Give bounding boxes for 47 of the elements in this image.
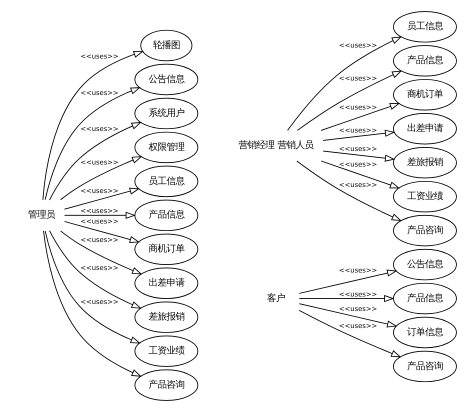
node-ellipse: 员工信息 [134,166,198,198]
node-ellipse: 产品咨询 [392,350,456,382]
arrow [64,221,140,243]
node-ellipse: 商机订单 [134,234,198,265]
arrow [320,103,400,131]
arrow [322,150,395,162]
node-ellipse: 产品信息 [134,200,198,232]
node-ellipse: 差旅报销 [134,302,198,333]
node-ellipse: 公告信息 [134,64,198,96]
arrow [42,51,144,200]
arrow [320,160,400,188]
arrow [296,160,402,222]
arrow [296,70,402,131]
arrow [64,188,140,210]
arrow [322,130,395,141]
node-ellipse: 差旅报销 [392,146,456,178]
node-text: 客户 [266,292,285,304]
node-ellipse: 系统用户 [134,98,198,130]
arrow [60,230,142,274]
node-text: 管理员 [27,210,54,221]
node-ellipse: 产品信息 [392,282,456,314]
node-ellipse: 工资业绩 [392,180,456,212]
node-ellipse: 权限管理 [134,132,198,164]
arrow [42,230,142,377]
node-ellipse: 订单信息 [392,316,456,348]
arrow [44,230,140,344]
arrow [48,230,142,309]
node-ellipse: 工资业绩 [134,335,198,367]
arrow [298,303,397,328]
node-text: 营销经理 营销人员 [238,140,314,152]
node-ellipse: 轮播图 [140,30,192,62]
arrow [48,122,142,200]
node-ellipse: 产品咨询 [392,214,456,246]
node-ellipse: 公告信息 [392,248,456,280]
arrow [286,36,402,131]
arrow [298,294,394,302]
node-ellipse: 出差申请 [392,113,456,144]
arrow [298,270,397,294]
arrow [60,156,142,200]
node-ellipse: 产品信息 [392,45,456,77]
node-ellipse: 商机订单 [392,79,456,110]
node-ellipse: 员工信息 [392,11,456,43]
arrow [44,87,140,200]
arrow [298,310,401,358]
arrow [64,212,136,219]
node-ellipse: 产品咨询 [134,369,198,401]
node-ellipse: 出差申请 [134,268,198,299]
